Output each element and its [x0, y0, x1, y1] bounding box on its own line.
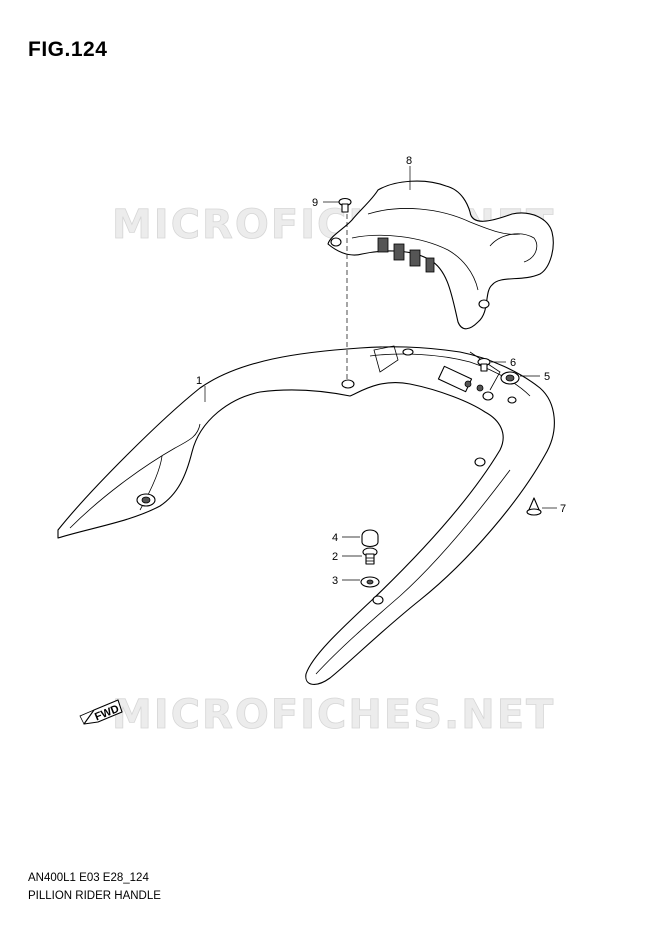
callout-5: 5	[544, 371, 550, 383]
callout-1: 1	[196, 375, 202, 387]
figure-title: FIG.124	[28, 38, 108, 61]
callout-8: 8	[406, 155, 412, 167]
callout-9: 9	[312, 197, 318, 209]
part-1-pillion-handle	[57, 345, 555, 685]
part-group-name: PILLION RIDER HANDLE	[28, 890, 161, 902]
model-code: AN400L1 E03 E28_124	[28, 872, 149, 884]
part-2-bolt	[362, 547, 378, 565]
part-7-clip	[526, 497, 542, 516]
callout-6: 6	[510, 357, 516, 369]
part-3-washer	[360, 576, 380, 588]
part-4-cap	[361, 529, 379, 548]
part-6-clip	[477, 357, 491, 372]
callout-2: 2	[332, 551, 338, 563]
callout-7: 7	[560, 503, 566, 515]
fwd-direction-marker: FWD	[79, 699, 123, 725]
callout-4: 4	[332, 532, 338, 544]
part-8-rear-cover	[327, 180, 554, 330]
callout-3: 3	[332, 575, 338, 587]
part-5-cushion	[500, 371, 520, 385]
leader-lines	[204, 166, 557, 581]
watermark-bottom: MICROFICHES.NET	[112, 692, 555, 738]
